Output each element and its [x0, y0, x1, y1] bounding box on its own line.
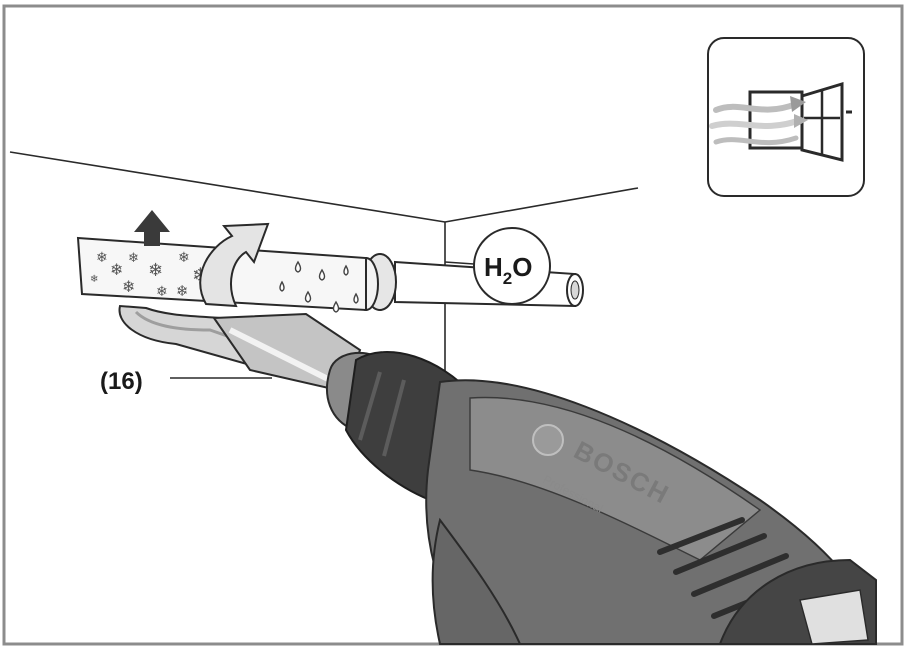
svg-text:❄: ❄ [96, 250, 108, 266]
svg-text:❄: ❄ [122, 277, 135, 296]
svg-text:❄: ❄ [148, 260, 163, 281]
h2o-o: O [512, 252, 532, 282]
h2o-bubble: H2O [444, 227, 551, 305]
heat-gun: BOSCH Professional [326, 351, 878, 645]
svg-text:❄: ❄ [90, 274, 98, 285]
water-drop-icon [279, 260, 359, 313]
part-callout-label: (16) [100, 368, 143, 395]
part-callout: (16) [100, 368, 272, 395]
svg-text:❄: ❄ [156, 284, 168, 300]
svg-text:H2O: H2O [484, 252, 532, 288]
window-ventilation-icon [707, 37, 865, 197]
svg-text:❄: ❄ [176, 282, 189, 300]
reflector-nozzle [118, 304, 362, 394]
h2o-subscript: 2 [503, 269, 512, 288]
svg-text:❄: ❄ [110, 260, 123, 279]
upward-arrow-icon [134, 210, 270, 308]
snowflake-icon: ❄ ❄ ❄ ❄ ❄ ❄ ❄ ❄ ❄ ❄ [90, 250, 209, 300]
svg-text:❄: ❄ [178, 250, 190, 266]
h2o-h: H [484, 252, 503, 282]
svg-text:❄: ❄ [128, 251, 139, 266]
